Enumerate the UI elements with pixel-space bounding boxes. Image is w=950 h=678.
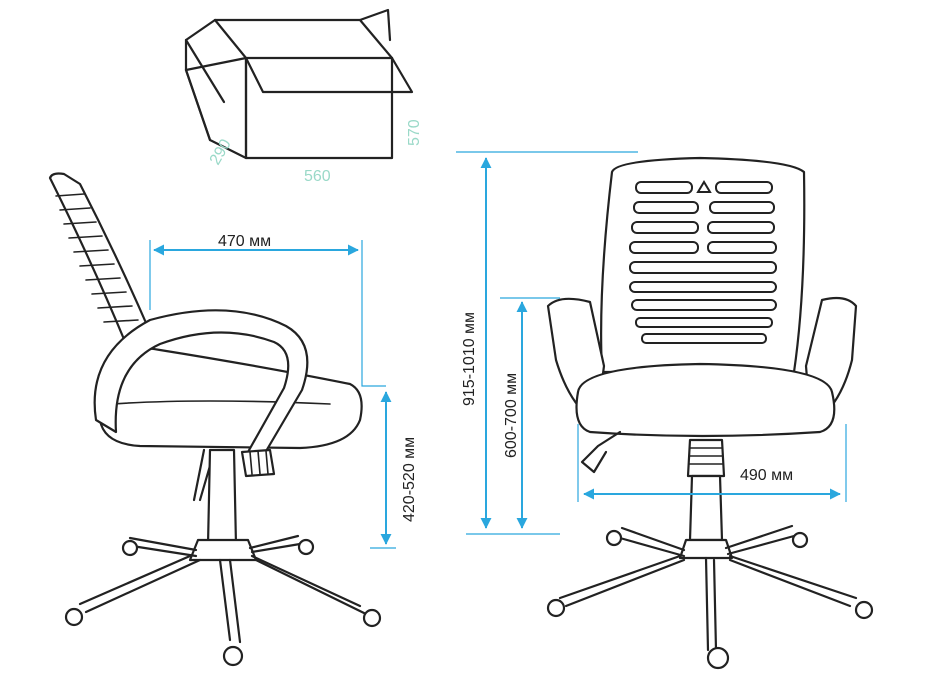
- front-total-height-label: 915-1010 мм: [461, 312, 478, 406]
- front-arm-height-label: 600-700 мм: [503, 373, 520, 458]
- backrest-slats-side: [55, 193, 139, 323]
- box-height-label: 570: [406, 119, 423, 146]
- box-width-label: 560: [304, 168, 331, 185]
- front-width-label: 490 мм: [740, 467, 793, 484]
- side-depth-label: 470 мм: [218, 233, 271, 250]
- backrest-slats-front: [629, 180, 777, 344]
- shipping-box-icon: [184, 8, 414, 160]
- chair-front-view: [546, 156, 874, 670]
- dimension-lines: [149, 151, 847, 549]
- side-seat-height-label: 420-520 мм: [401, 437, 418, 522]
- chair-side-view: [48, 172, 382, 667]
